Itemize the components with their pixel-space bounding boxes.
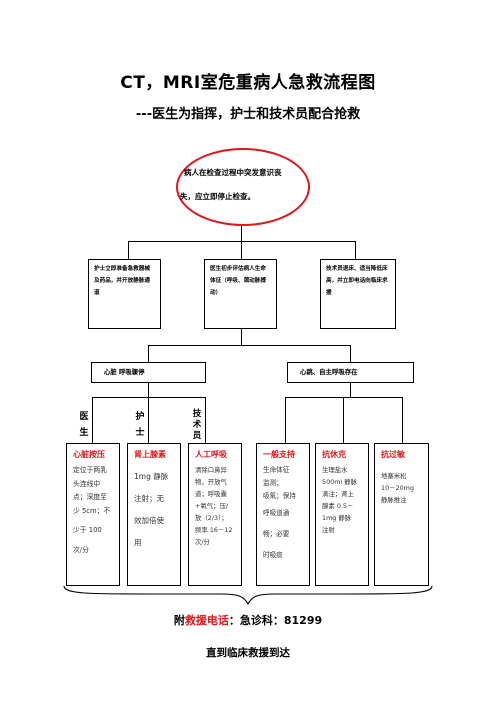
procedure-anti-shock-body: 生理盐水 500ml 静脉 滴注；肾上 腺素 0.5－ 1mg 静脉 注射 bbox=[316, 460, 368, 536]
procedure-cpr-title: 心脏按压 bbox=[73, 450, 105, 459]
role-doctor: 医 生 bbox=[78, 409, 90, 441]
procedure-anti-shock-line: 生理盐水 bbox=[322, 466, 348, 474]
procedure-general-support-line: 呼吸道通 bbox=[263, 509, 290, 517]
procedure-epinephrine: 肾上腺素 1mg 静脉 注射；无 效加倍使 用 bbox=[127, 443, 181, 586]
cardiac-arrest-bar: 心脏 呼吸骤停 bbox=[91, 362, 206, 383]
procedure-general-support: 一般支持 生命体征 监测； 吸氧；保持 呼吸道通 畅；必要 时吸痰 bbox=[256, 443, 310, 586]
procedure-anti-allergy-title: 抗过敏 bbox=[381, 450, 405, 459]
role-nurse: 护 士 bbox=[134, 409, 146, 441]
connector-right-bar-down bbox=[350, 383, 352, 398]
rescue-phone-number: ：急诊科：81299 bbox=[228, 614, 323, 627]
start-node-text: 病人在检查过程中突发意识丧 失，应立即停止检查。 bbox=[180, 161, 300, 209]
connector-left-role2 bbox=[148, 397, 150, 443]
connector-tier1-mid bbox=[241, 241, 243, 260]
nurse-prep-box: 护士立即准备急救器械及药品，并开放静脉通道 bbox=[88, 259, 161, 329]
procedure-anti-shock-line: 腺素 0.5－ bbox=[322, 502, 354, 510]
nurse-prep-text: 护士立即准备急救器械及药品，并开放静脉通道 bbox=[94, 266, 150, 296]
rescue-phone-prefix: 附 bbox=[173, 614, 185, 627]
procedure-artificial-respiration-line: 放（2/3）； bbox=[195, 514, 228, 522]
procedure-general-support-line: 时吸痰 bbox=[263, 551, 283, 559]
page-title: CT，MRI室危重病人急救流程图 bbox=[120, 73, 376, 93]
role-doctor-char2: 生 bbox=[79, 428, 89, 438]
procedure-general-support-line: 监测； bbox=[263, 479, 283, 487]
procedure-epinephrine-line: 1mg 静脉 bbox=[134, 472, 169, 481]
procedure-cpr-line: 点；深度至 bbox=[73, 493, 107, 501]
procedure-general-support-line: 吸氧；保持 bbox=[263, 492, 296, 500]
procedure-anti-allergy-body: 地塞米松 10－20mg 静脉推注 bbox=[375, 460, 428, 506]
procedure-general-support-line: 畅；必要 bbox=[263, 530, 290, 538]
procedure-epinephrine-title: 肾上腺素 bbox=[134, 450, 166, 459]
connector-tier1-bottom bbox=[241, 329, 243, 346]
doctor-assess-text: 医生初步评估病人生命体征（呼吸、颈动脉搏动） bbox=[210, 266, 266, 296]
procedure-artificial-respiration-line: 频率 16－12 bbox=[195, 526, 233, 534]
procedure-epinephrine-line: 用 bbox=[134, 538, 142, 547]
connector-right-proc1 bbox=[285, 397, 287, 443]
procedure-artificial-respiration-body: 清除口鼻异 物，开放气 道；呼吸囊 +氧气；压/ 放（2/3）； 频率 16－1… bbox=[189, 460, 241, 548]
procedure-artificial-respiration-line: 道；呼吸囊 bbox=[195, 490, 227, 498]
page-subtitle: ---医生为指挥，护士和技术员配合抢救 bbox=[135, 107, 361, 122]
procedure-cpr-line: 头连线中 bbox=[73, 479, 101, 488]
connector-branch-left bbox=[148, 345, 150, 362]
procedure-anti-allergy-line: 地塞米松 bbox=[381, 472, 407, 480]
role-doctor-char1: 医 bbox=[79, 412, 89, 422]
connector-right-proc2 bbox=[343, 397, 345, 443]
rescue-phone-highlight: 救援电话 bbox=[184, 614, 229, 627]
tech-help-text: 技术员退床、适当降低床高，并立即电话向临床求援 bbox=[326, 266, 388, 296]
procedure-general-support-title: 一般支持 bbox=[263, 450, 295, 459]
procedure-cpr-line: 定位于两乳 bbox=[73, 466, 107, 474]
connector-tier1-right bbox=[355, 241, 357, 260]
connector-left-bar-down bbox=[148, 383, 150, 398]
procedure-anti-allergy-line: 静脉推注 bbox=[381, 496, 407, 504]
procedure-artificial-respiration-title: 人工呼吸 bbox=[195, 450, 227, 459]
final-step: 直到临床救援到达 bbox=[206, 647, 290, 659]
procedure-artificial-respiration-line: +氧气；压/ bbox=[195, 502, 229, 510]
spontaneous-breathing-label: 心跳、自主呼吸存在 bbox=[300, 368, 358, 376]
rescue-phone: 附救援电话：急诊科：81299 bbox=[0, 612, 496, 628]
procedure-cpr-line: 少于 100 bbox=[73, 526, 102, 534]
procedure-anti-allergy: 抗过敏 地塞米松 10－20mg 静脉推注 bbox=[374, 443, 429, 586]
doctor-assess-box: 医生初步评估病人生命体征（呼吸、颈动脉搏动） bbox=[204, 259, 277, 329]
start-node-ellipse bbox=[176, 148, 310, 226]
procedure-general-support-line: 生命体征 bbox=[263, 466, 290, 474]
procedure-artificial-respiration-line: 物，开放气 bbox=[195, 478, 227, 486]
procedure-artificial-respiration: 人工呼吸 清除口鼻异 物，开放气 道；呼吸囊 +氧气；压/ 放（2/3）； 频率… bbox=[188, 443, 242, 586]
procedure-general-support-body: 生命体征 监测； 吸氧；保持 呼吸道通 畅；必要 时吸痰 bbox=[257, 460, 309, 562]
role-tech-char3: 员 bbox=[192, 431, 202, 441]
procedure-epinephrine-line: 注射；无 bbox=[134, 494, 164, 503]
start-node-line1: 病人在检查过程中突发意识丧 bbox=[184, 168, 282, 177]
procedure-anti-shock-line: 注射 bbox=[322, 526, 335, 534]
procedure-anti-shock-line: 500ml 静脉 bbox=[322, 478, 358, 486]
procedure-anti-allergy-line: 10－20mg bbox=[381, 484, 414, 492]
procedure-artificial-respiration-line: 清除口鼻异 bbox=[195, 466, 227, 474]
procedure-anti-shock-title: 抗休克 bbox=[322, 450, 346, 459]
connector-start-down bbox=[241, 226, 243, 242]
connector-left-role3 bbox=[205, 397, 207, 443]
spontaneous-breathing-bar: 心跳、自主呼吸存在 bbox=[287, 362, 414, 383]
role-nurse-char1: 护 bbox=[135, 412, 145, 422]
connector-branch-horizontal bbox=[148, 345, 351, 347]
procedure-cpr-line: 次/分 bbox=[73, 545, 89, 554]
procedure-anti-shock-line: 滴注；肾上 bbox=[322, 490, 354, 498]
tech-help-box: 技术员退床、适当降低床高，并立即电话向临床求援 bbox=[320, 259, 396, 329]
role-tech: 技 术 员 bbox=[191, 409, 203, 442]
procedure-cpr-line: 少 5cm；不 bbox=[73, 506, 111, 515]
procedure-epinephrine-body: 1mg 静脉 注射；无 效加倍使 用 bbox=[128, 460, 180, 554]
procedure-cpr: 心脏按压 定位于两乳 头连线中 点；深度至 少 5cm；不 少于 100 次/分 bbox=[66, 443, 120, 586]
cardiac-arrest-label: 心脏 呼吸骤停 bbox=[104, 368, 145, 376]
procedure-cpr-body: 定位于两乳 头连线中 点；深度至 少 5cm；不 少于 100 次/分 bbox=[67, 460, 119, 557]
start-node-line2: 失，应立即停止检查。 bbox=[180, 192, 255, 201]
connector-left-role1 bbox=[92, 397, 94, 443]
role-tech-char2: 术 bbox=[192, 420, 202, 430]
connector-right-proc3 bbox=[402, 397, 404, 443]
bottom-brace bbox=[63, 585, 433, 606]
procedure-anti-shock: 抗休克 生理盐水 500ml 静脉 滴注；肾上 腺素 0.5－ 1mg 静脉 注… bbox=[315, 443, 369, 586]
connector-branch-right bbox=[350, 345, 352, 362]
role-tech-char1: 技 bbox=[192, 409, 202, 419]
procedure-epinephrine-line: 效加倍使 bbox=[134, 516, 164, 525]
role-nurse-char2: 士 bbox=[135, 428, 145, 438]
procedure-artificial-respiration-line: 次/分 bbox=[195, 538, 210, 546]
connector-tier1-left bbox=[128, 241, 130, 260]
procedure-anti-shock-line: 1mg 静脉 bbox=[322, 514, 352, 522]
